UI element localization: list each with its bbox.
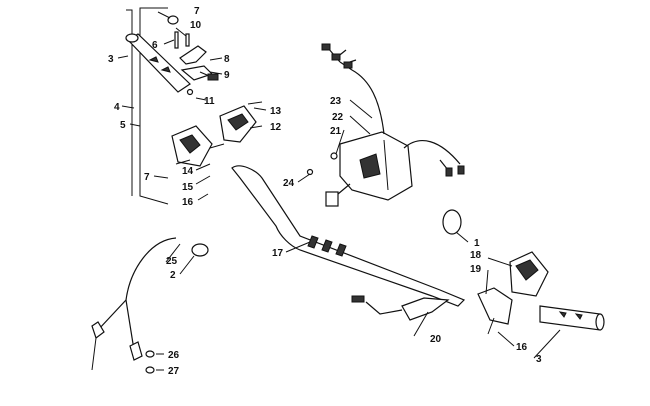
- label-5: 5: [120, 120, 126, 131]
- label-16b: 16: [516, 342, 528, 353]
- handlebar: [231, 165, 466, 307]
- left-switch-housing: [171, 101, 263, 167]
- label-20: 20: [430, 334, 442, 345]
- label-2: 2: [170, 270, 176, 281]
- label-9: 9: [224, 70, 230, 81]
- label-17: 17: [272, 248, 284, 259]
- label-1: 1: [474, 238, 480, 249]
- left-grip: [125, 33, 191, 93]
- right-control-housing: [306, 43, 465, 207]
- label-13: 13: [270, 106, 282, 117]
- label-10: 10: [190, 20, 202, 31]
- label-4: 4: [114, 102, 120, 113]
- leader-lines: [117, 11, 561, 371]
- throttle-parts: [167, 15, 219, 96]
- label-24: 24: [283, 178, 295, 189]
- label-7a: 7: [194, 6, 200, 17]
- label-3b: 3: [536, 354, 542, 365]
- label-23: 23: [330, 96, 342, 107]
- heater-element: [351, 295, 450, 321]
- label-12: 12: [270, 122, 282, 133]
- label-21: 21: [330, 126, 342, 137]
- label-25: 25: [166, 256, 178, 267]
- label-14: 14: [182, 166, 194, 177]
- label-18: 18: [470, 250, 482, 261]
- label-26: 26: [168, 350, 180, 361]
- bracket-4-5: [126, 7, 169, 205]
- callout-labels: 7 10 6 3 8 9 11 4 13 5 12 14 7 15 16 23 …: [108, 6, 542, 377]
- label-27: 27: [168, 366, 180, 377]
- throttle-cable: [91, 237, 209, 374]
- label-7b: 7: [144, 172, 150, 183]
- label-3a: 3: [108, 54, 114, 65]
- label-16a: 16: [182, 197, 194, 208]
- label-11: 11: [204, 96, 215, 107]
- label-8: 8: [224, 54, 230, 65]
- label-22: 22: [332, 112, 344, 123]
- right-grip-assembly: [442, 209, 605, 335]
- label-15: 15: [182, 182, 194, 193]
- label-6: 6: [152, 40, 158, 51]
- label-19: 19: [470, 264, 482, 275]
